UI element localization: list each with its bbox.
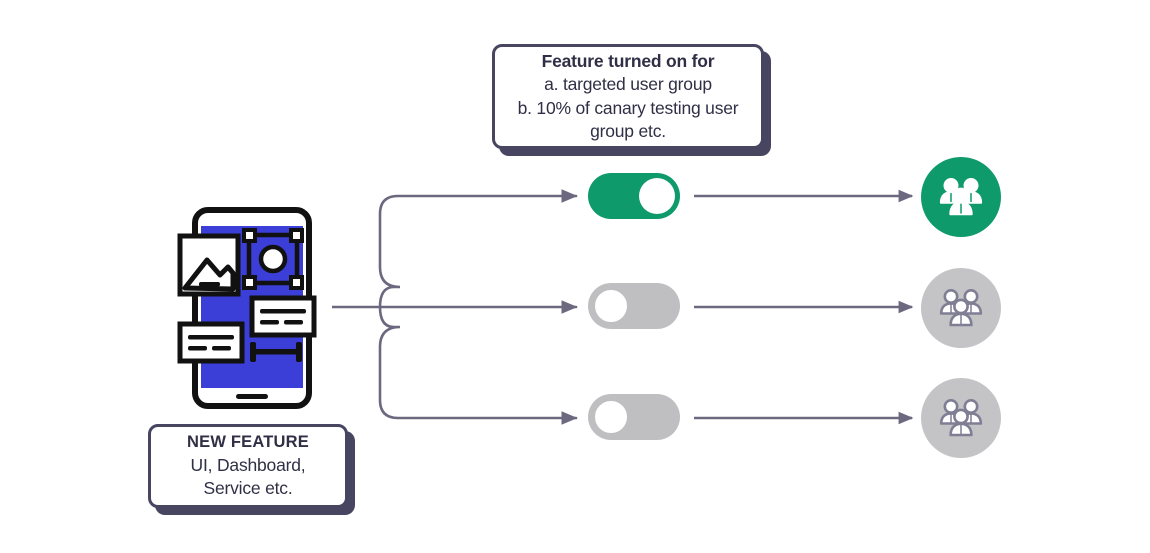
text-card-icon <box>249 295 317 338</box>
toggle-knob <box>593 288 629 324</box>
callout-feature-title: Feature turned on for <box>541 51 715 72</box>
callout-feature-line-1: a. targeted user group <box>544 74 712 95</box>
user-group-icon <box>939 289 983 327</box>
user-group-excluded[interactable] <box>921 268 1001 348</box>
toggle-knob <box>593 399 629 435</box>
callout-new-feature-line-2: Service etc. <box>203 477 293 498</box>
phone-illustration-svg <box>177 207 317 409</box>
toggle-knob <box>639 178 675 214</box>
callout-new-feature: NEW FEATURE UI, Dashboard, Service etc. <box>148 424 348 508</box>
feature-toggle-on[interactable] <box>588 173 680 219</box>
user-group-icon <box>939 399 983 437</box>
phone-earpiece-area <box>201 216 303 226</box>
user-group-icon <box>939 178 983 216</box>
home-indicator-icon <box>236 394 268 399</box>
callout-feature-line-2: b. 10% of canary testing user <box>517 97 739 118</box>
callout-new-feature-title: NEW FEATURE <box>187 433 309 452</box>
new-feature-phone-mockup <box>176 206 328 410</box>
selection-handles-circle-icon <box>242 228 304 290</box>
dimension-ruler-icon <box>250 342 302 362</box>
connector-branch-row-1 <box>378 189 578 309</box>
feature-toggle-off[interactable] <box>588 394 680 440</box>
user-group-excluded[interactable] <box>921 378 1001 458</box>
callout-feature-line-3: group etc. <box>590 120 666 141</box>
image-placeholder-icon <box>177 233 241 297</box>
user-group-targeted[interactable] <box>921 157 1001 237</box>
text-card-icon <box>177 321 245 364</box>
feature-toggle-off[interactable] <box>588 283 680 329</box>
callout-new-feature-line-1: UI, Dashboard, <box>190 454 306 475</box>
callout-feature-turned-on: Feature turned on for a. targeted user g… <box>492 44 764 149</box>
connector-branch-row-3 <box>378 305 578 425</box>
